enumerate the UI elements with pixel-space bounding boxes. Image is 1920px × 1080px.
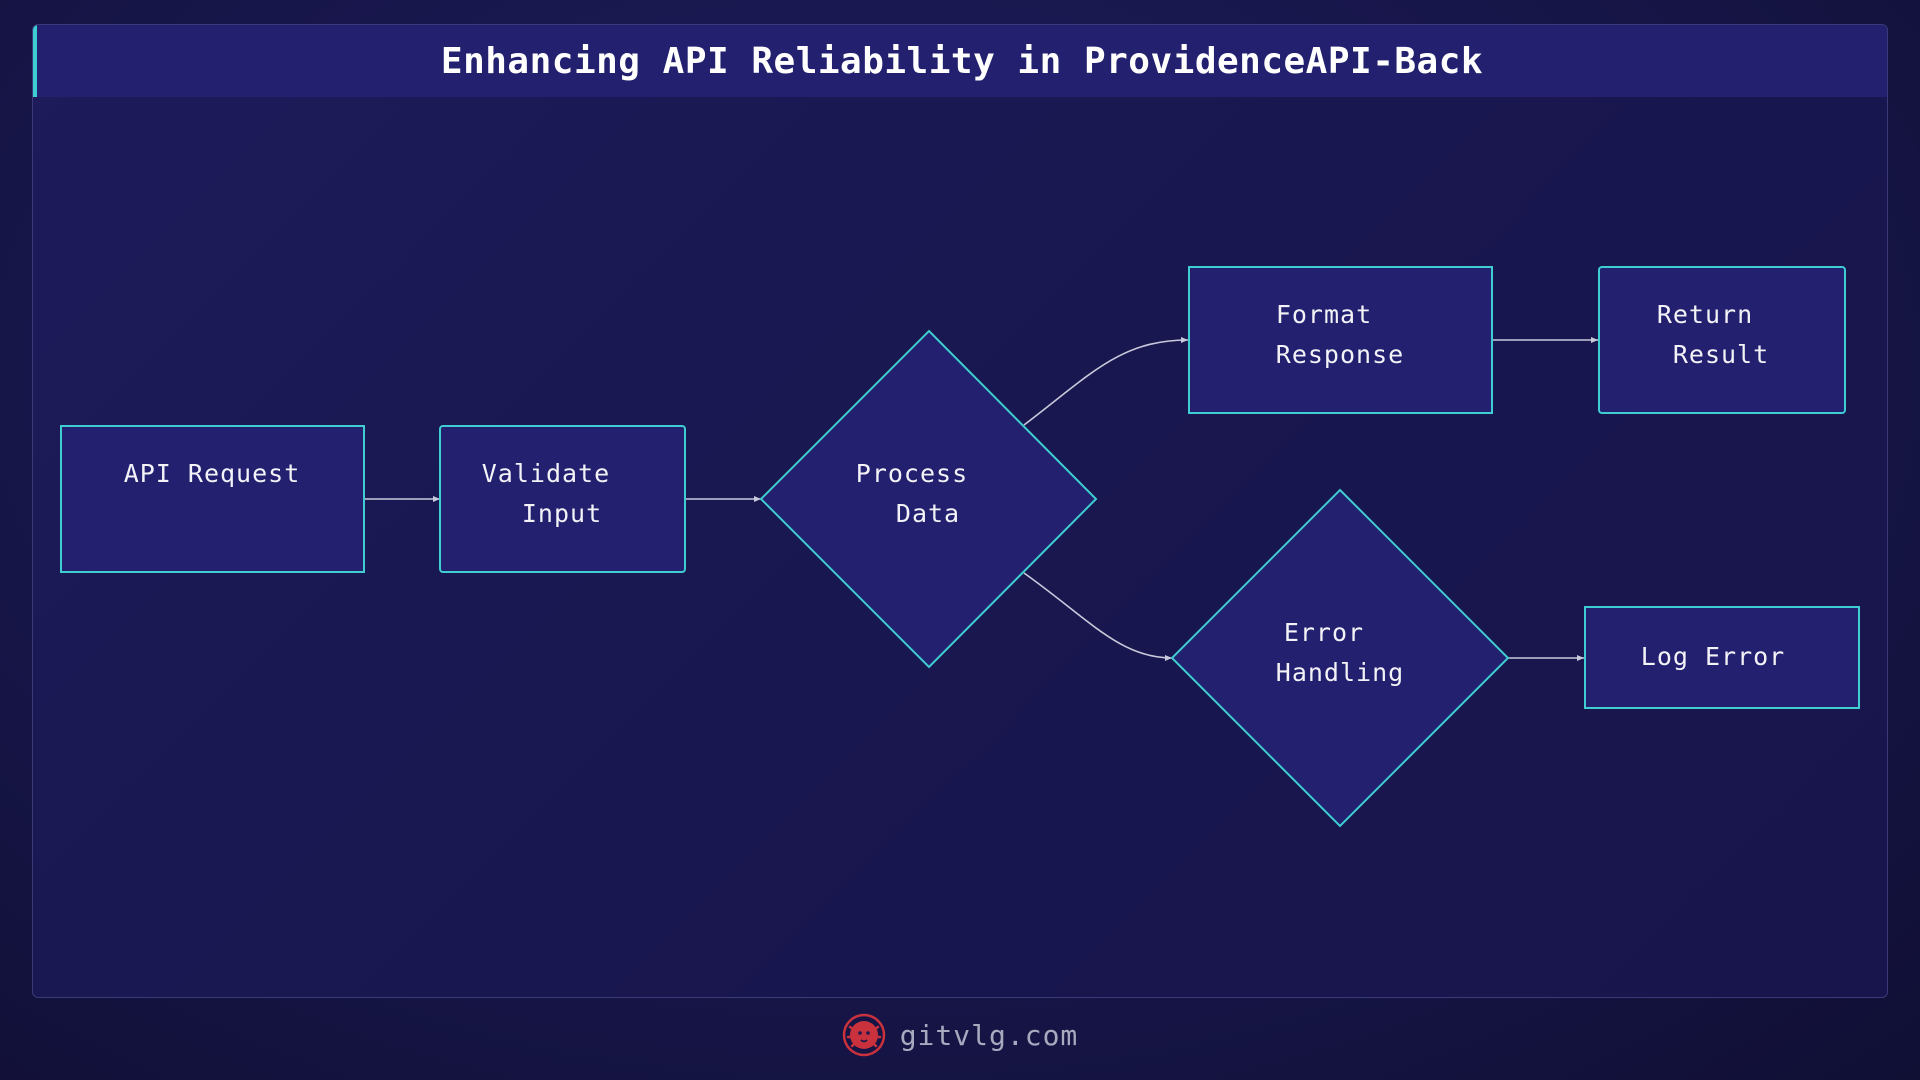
node-label: Return Result bbox=[1657, 300, 1769, 369]
edge-process-data-to-format-response bbox=[1023, 337, 1189, 426]
edge-process-data-to-error-handling bbox=[1023, 572, 1173, 661]
node-log-error: Log Error bbox=[1584, 606, 1860, 709]
node-api-request: API Request bbox=[60, 425, 365, 573]
node-label: Error Handling bbox=[1276, 618, 1404, 687]
node-format-response: Format Response bbox=[1188, 266, 1493, 414]
footer-site-link[interactable]: gitvlg.com bbox=[899, 1018, 1079, 1052]
node-label: Validate Input bbox=[482, 459, 626, 528]
node-process-data: Process Data bbox=[759, 329, 1098, 669]
node-validate-input: Validate Input bbox=[439, 425, 686, 573]
diagram-title: Enhancing API Reliability in ProvidenceA… bbox=[440, 40, 1484, 82]
node-label: Process Data bbox=[856, 459, 984, 528]
node-return-result: Return Result bbox=[1598, 266, 1846, 414]
footer: gitvlg.com bbox=[0, 1010, 1920, 1060]
flowchart: API Request Validate Input Process Data … bbox=[60, 266, 1860, 828]
lion-logo-icon bbox=[842, 1013, 885, 1057]
node-label: Log Error bbox=[1641, 642, 1785, 671]
node-label: Format Response bbox=[1276, 300, 1404, 369]
title-bar: Enhancing API Reliability in ProvidenceA… bbox=[33, 25, 1887, 97]
node-label: API Request bbox=[124, 459, 301, 488]
node-error-handling: Error Handling bbox=[1170, 488, 1510, 828]
edges bbox=[364, 337, 1598, 661]
